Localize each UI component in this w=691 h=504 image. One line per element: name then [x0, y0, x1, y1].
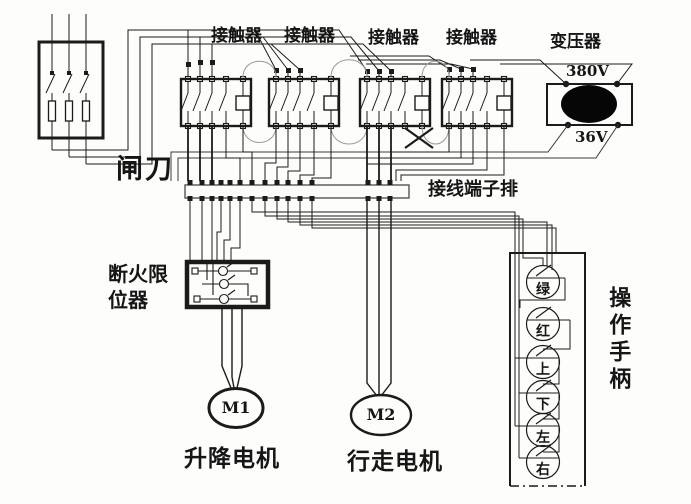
contactor-1 — [179, 75, 253, 130]
motor1-caption: 升降电机 — [184, 445, 280, 472]
motor2-caption: 行走电机 — [347, 448, 443, 475]
knife-switch-label: 闸刀 — [116, 154, 174, 185]
secondary-36v-wires — [170, 124, 619, 181]
button-right-label: 右 — [536, 462, 550, 478]
secondary-voltage-label: 36V — [575, 128, 608, 146]
contactor-2 — [267, 75, 341, 130]
button-switch-icon — [535, 264, 552, 457]
handle-box — [509, 252, 586, 487]
transformer-label: 变压器 — [550, 32, 601, 52]
motor-m1-label: M1 — [221, 398, 251, 417]
handle-cable-bundle — [251, 199, 557, 253]
button-up-label: 上 — [536, 362, 550, 378]
motor2-wires — [366, 199, 392, 397]
limiter-box — [184, 259, 271, 310]
fuse-icon — [47, 100, 57, 122]
button-down-label: 下 — [536, 397, 550, 413]
contactor-3 — [358, 75, 432, 130]
contact-switch-icon — [441, 82, 488, 123]
motor-m1-symbol — [207, 387, 265, 429]
motor-m2-symbol — [349, 393, 413, 437]
button-left-label: 左 — [536, 430, 550, 446]
contactor-2-label: 接触器 — [284, 26, 335, 46]
limiter-input-wires — [189, 199, 241, 262]
button-red-label: 红 — [536, 324, 550, 340]
coil-icon — [414, 95, 430, 111]
coil-icon — [496, 95, 512, 111]
button-green-label: 绿 — [536, 282, 550, 298]
button-left-icon — [525, 412, 561, 448]
contactor-4-label: 接触器 — [446, 28, 497, 48]
button-green-icon — [525, 264, 561, 300]
button-right-icon — [525, 444, 561, 480]
transformer-symbol — [546, 80, 633, 129]
limiter-label-line2: 位器 — [108, 288, 148, 312]
terminal-strip-label: 接线端子排 — [428, 179, 518, 200]
motor-m2-label: M2 — [366, 405, 396, 424]
button-up-icon — [525, 344, 561, 380]
handle-buttons — [525, 264, 561, 480]
contactor-4 — [440, 75, 514, 130]
fuse-icon — [64, 100, 74, 122]
knife-blade-icon — [45, 73, 90, 94]
limiter-label-line1: 断火限 — [108, 262, 168, 286]
contact-switch-icon — [359, 82, 406, 123]
knife-switch-box — [37, 14, 105, 164]
contact-switch-icon — [180, 82, 227, 123]
contact-switch-icon — [268, 82, 315, 123]
contactor-1-label: 接触器 — [211, 26, 262, 46]
handle-label: 操作手柄 — [605, 286, 632, 394]
supply-bus-wires — [52, 29, 633, 165]
fuse-icon — [81, 100, 91, 122]
coil-icon — [235, 95, 251, 111]
motor1-wires — [221, 307, 243, 389]
contactor-3-label: 接触器 — [368, 28, 419, 48]
terminal-strip — [184, 180, 410, 201]
transformer-core-icon — [561, 85, 617, 123]
interlock-wires — [242, 59, 450, 145]
button-red-icon — [525, 306, 561, 342]
contactor-output-wires — [187, 126, 505, 181]
coil-icon — [323, 95, 339, 111]
primary-voltage-label: 380V — [566, 62, 609, 80]
